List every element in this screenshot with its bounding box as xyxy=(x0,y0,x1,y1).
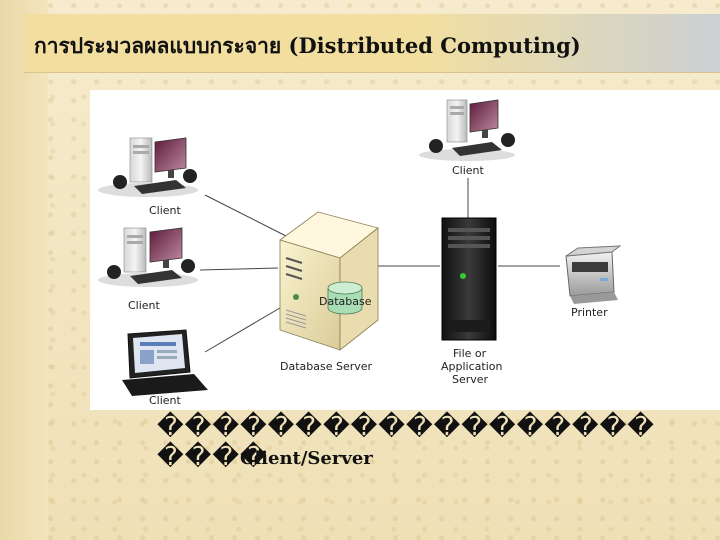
label-file-server-3: Server xyxy=(452,373,489,386)
database-cylinder xyxy=(327,281,363,315)
label-client-1: Client xyxy=(149,204,181,217)
label-printer: Printer xyxy=(571,306,608,319)
client-1-computer xyxy=(98,137,198,197)
left-band xyxy=(0,0,48,540)
label-database: Database xyxy=(319,295,372,308)
label-file-server-2: Application xyxy=(441,360,503,373)
link-client3-db xyxy=(204,304,286,353)
caption-garbled-line1: ������������������ xyxy=(157,412,655,442)
title-bar xyxy=(24,14,720,73)
label-client-top: Client xyxy=(452,164,484,177)
client-3-laptop xyxy=(122,329,208,396)
label-file-server-1: File or xyxy=(453,347,487,360)
label-client-2: Client xyxy=(128,299,160,312)
caption-garbled-line2: ���� xyxy=(157,442,268,472)
database-server xyxy=(279,211,379,351)
slide-title: การประมวลผลแบบกระจาย (Distributed Comput… xyxy=(34,33,581,58)
label-database-server: Database Server xyxy=(280,360,373,373)
link-client1-db xyxy=(204,194,291,239)
label-client-3: Client xyxy=(149,394,181,407)
title-bar-gradient xyxy=(420,14,720,72)
file-application-server xyxy=(441,217,497,341)
printer-device xyxy=(565,245,622,304)
caption-client-server: Client/Server xyxy=(240,448,373,469)
link-client2-db xyxy=(199,267,279,271)
client-2-computer xyxy=(98,227,198,287)
connection-lines xyxy=(199,178,560,353)
client-top-computer xyxy=(419,99,515,161)
